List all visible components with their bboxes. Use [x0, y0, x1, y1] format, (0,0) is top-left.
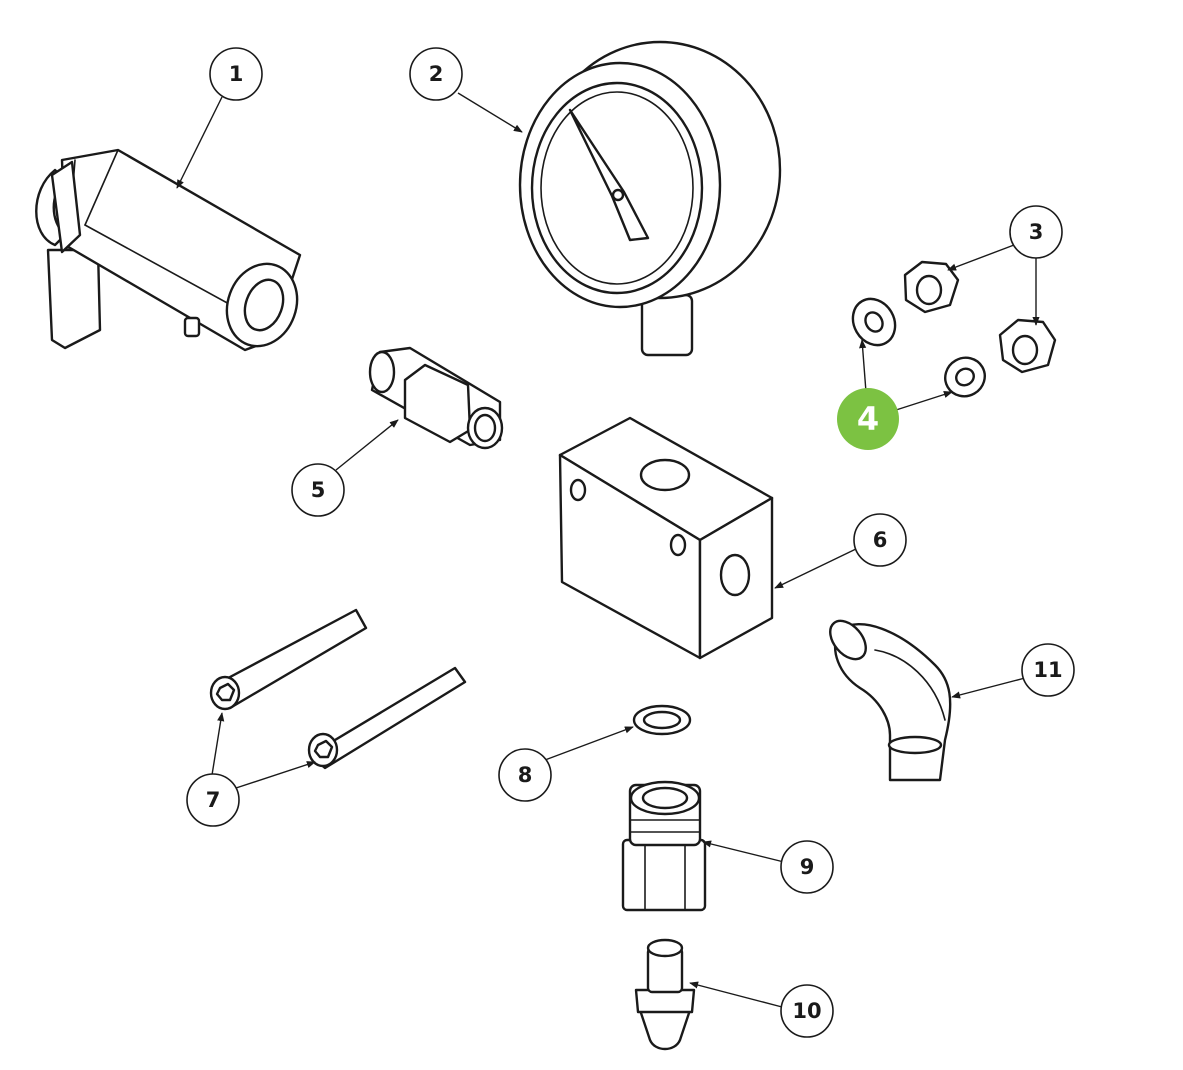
- part-6-manifold-block: [558, 416, 774, 660]
- part-5-hex-nipple: [368, 346, 504, 450]
- part-2-pressure-gauge: [518, 40, 782, 357]
- part-4-washers: [851, 297, 986, 398]
- part-8-o-ring: [632, 704, 692, 736]
- part-1-switch: [35, 148, 302, 352]
- part-9-straight-adapter: [621, 780, 707, 912]
- callout-1-label: 1: [229, 62, 244, 86]
- callout-8-label: 8: [518, 763, 533, 787]
- callout-5: 5: [291, 463, 345, 517]
- callout-6: 6: [853, 513, 907, 567]
- leader-11: [951, 677, 1026, 699]
- callout-7-label: 7: [206, 788, 221, 812]
- callout-9: 9: [780, 840, 834, 894]
- callout-9-label: 9: [800, 855, 815, 879]
- callout-4-label: 4: [857, 400, 879, 438]
- part-10-fitting: [634, 938, 696, 1051]
- callout-5-label: 5: [311, 478, 326, 502]
- leader-6: [774, 547, 859, 589]
- part-7-cap-screws: [209, 608, 467, 770]
- callout-3: 3: [1009, 205, 1063, 259]
- leader-1: [176, 96, 223, 189]
- leader-8: [544, 726, 634, 761]
- callout-3-label: 3: [1029, 220, 1044, 244]
- part-3-nuts: [903, 260, 1057, 374]
- callout-11: 11: [1021, 643, 1075, 697]
- callout-2: 2: [409, 47, 463, 101]
- callout-2-label: 2: [429, 62, 444, 86]
- callout-10: 10: [780, 984, 834, 1038]
- leader-4b: [895, 391, 953, 411]
- callout-11-label: 11: [1033, 658, 1062, 682]
- leader-4a: [859, 339, 867, 393]
- callout-10-label: 10: [792, 999, 821, 1023]
- leader-9: [702, 840, 785, 863]
- callout-7: 7: [186, 773, 240, 827]
- leader-10: [689, 981, 783, 1008]
- leader-lines: [176, 92, 1040, 1008]
- leader-2: [457, 92, 523, 133]
- leader-3a: [947, 244, 1015, 271]
- part-11-elbow: [829, 619, 952, 782]
- callout-1: 1: [209, 47, 263, 101]
- callout-4-badge: [837, 388, 899, 450]
- callout-4-highlighted: 4: [837, 388, 899, 450]
- leader-7b: [235, 761, 316, 789]
- callout-6-label: 6: [873, 528, 888, 552]
- callout-8: 8: [498, 748, 552, 802]
- leader-7a: [211, 712, 225, 776]
- leader-5: [335, 419, 399, 471]
